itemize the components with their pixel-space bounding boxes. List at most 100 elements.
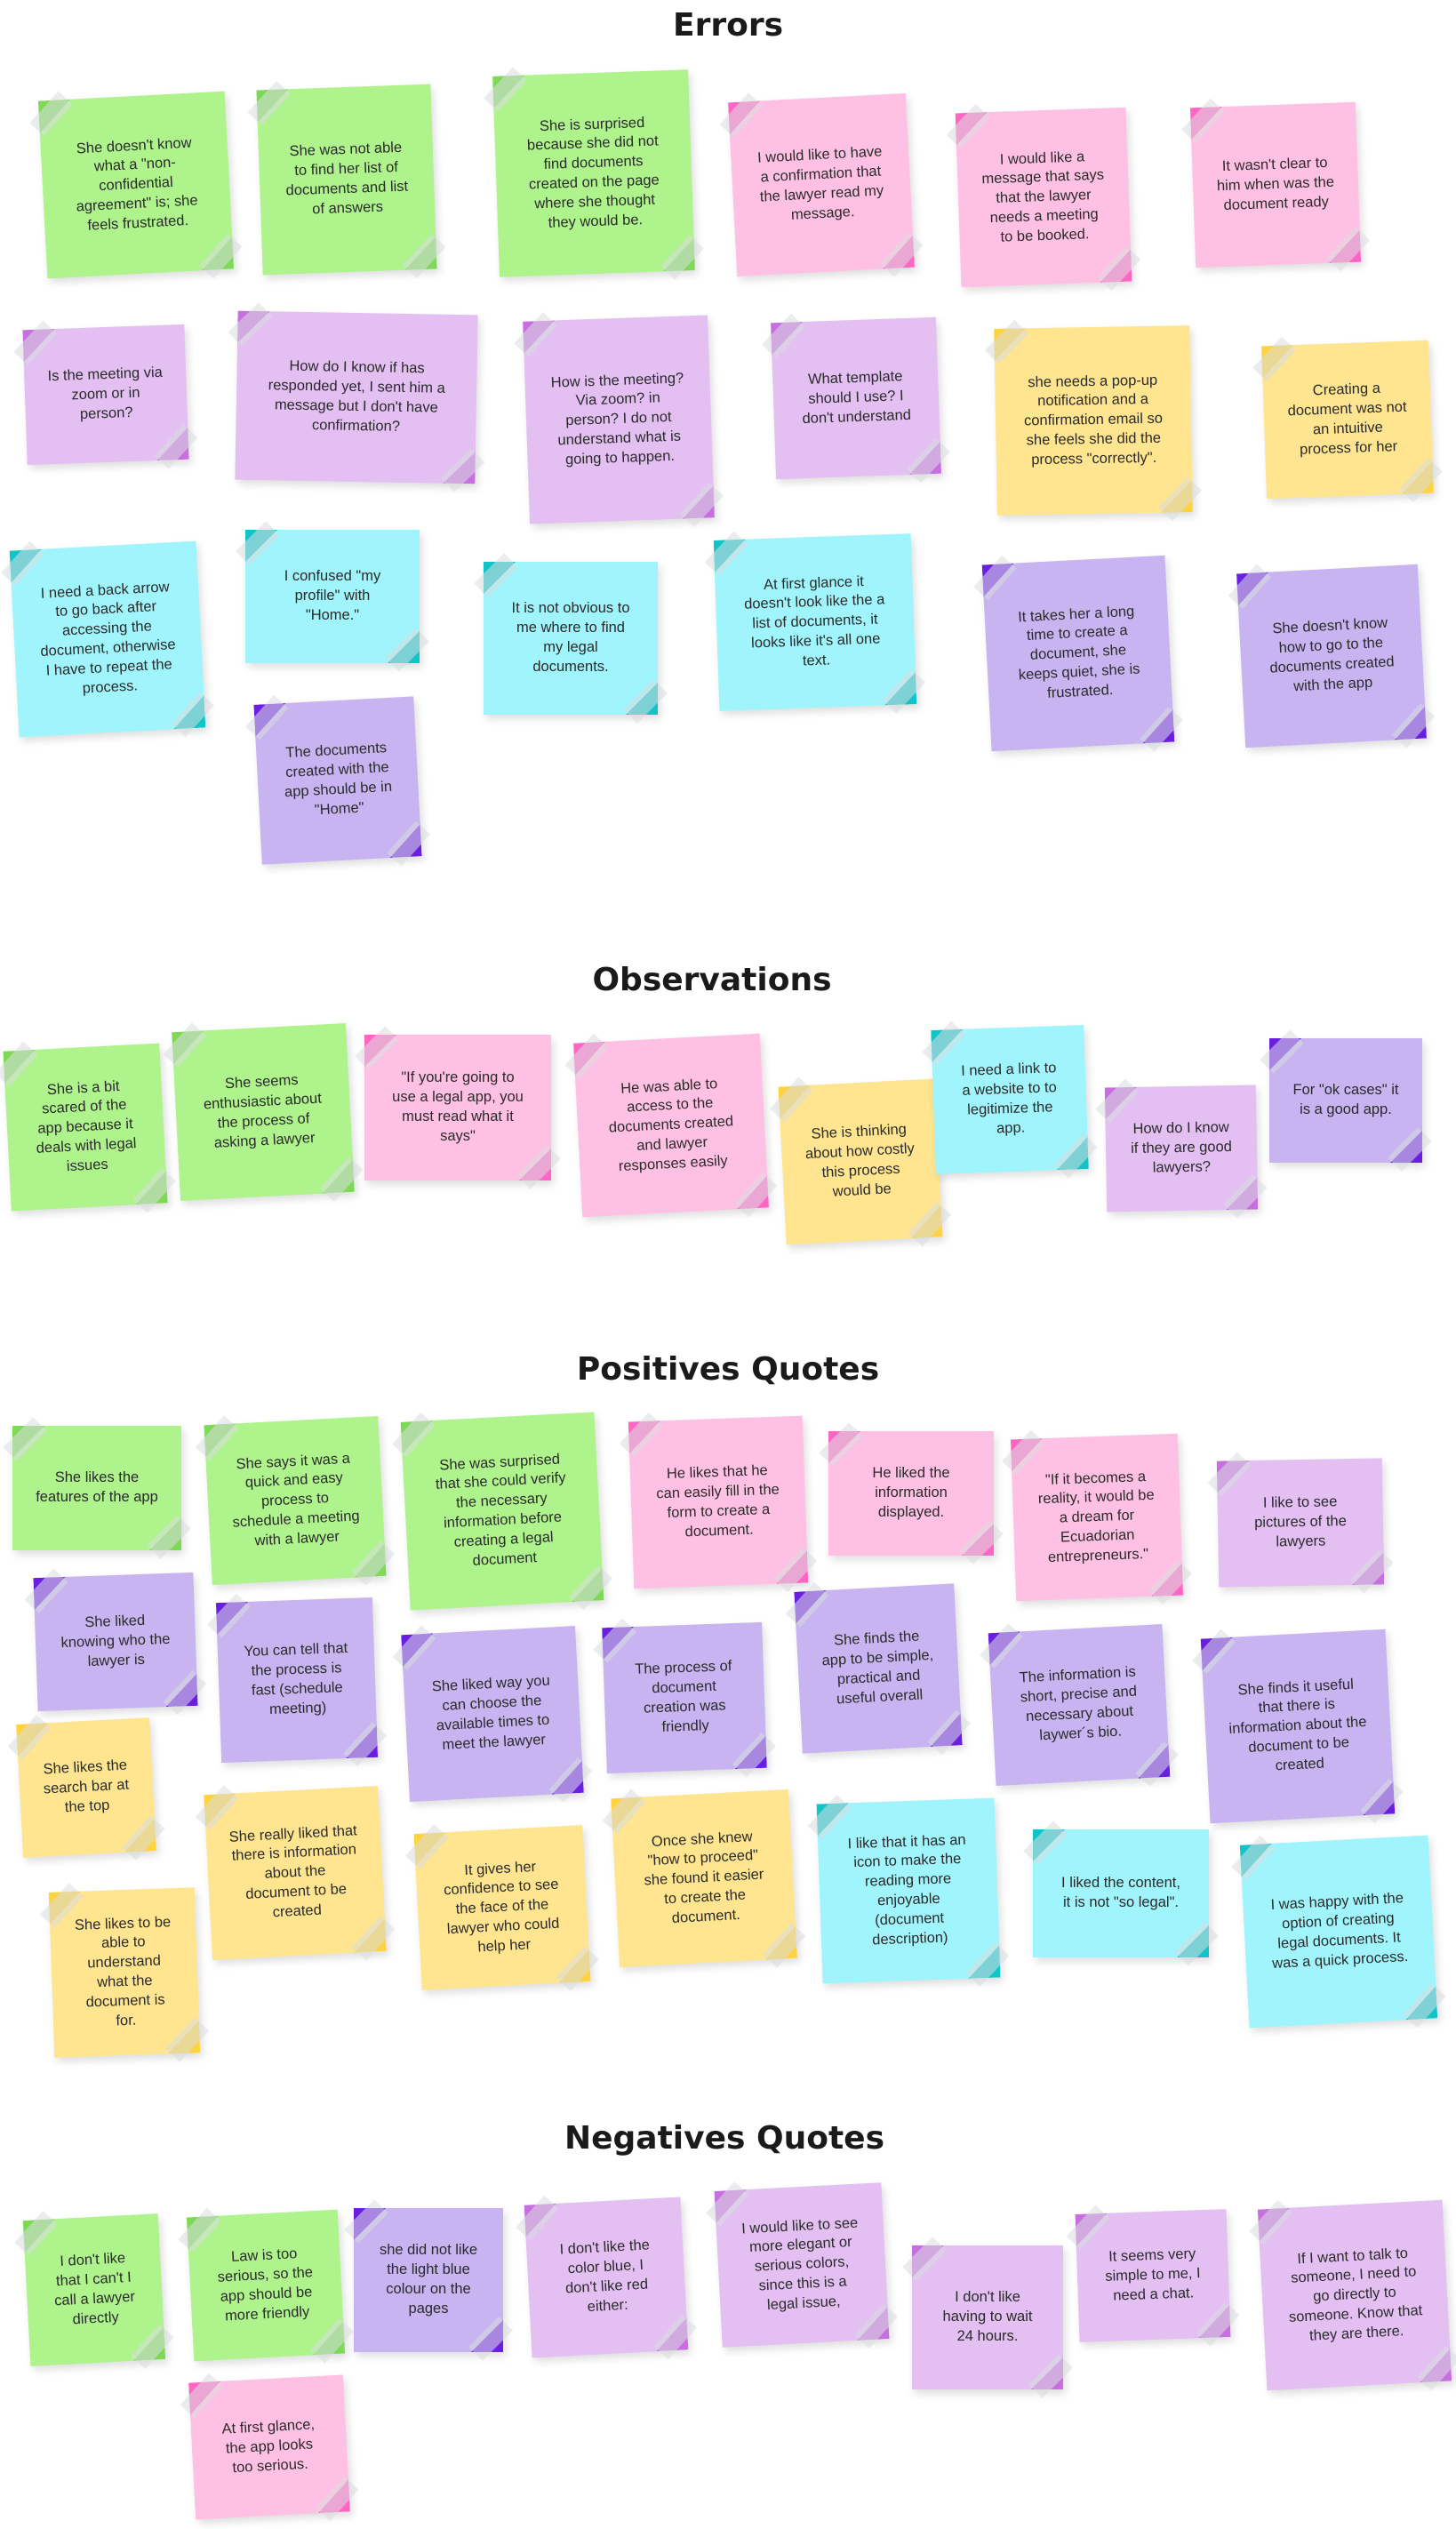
tape-strip [1174, 1922, 1219, 1966]
tape-strip [927, 1709, 972, 1756]
tape-strip [1023, 1821, 1068, 1865]
sticky-note-text: she did not like the light blue colour o… [379, 2242, 478, 2317]
sticky-note-text: Law is too serious, so the app should be… [217, 2245, 314, 2325]
tape-strip [548, 1757, 593, 1803]
sticky-note-positives-19: I like that it has an icon to make the r… [807, 1794, 1010, 1988]
sticky-note-text: I don't like having to wait 24 hours. [942, 2289, 1033, 2344]
sticky-note-errors-10: What template should I use? I don't unde… [762, 313, 950, 484]
tape-strip [29, 91, 73, 137]
tape-strip [484, 67, 528, 112]
tape-strip [946, 103, 990, 148]
sticky-note-text: She liked way you can choose the availab… [431, 1673, 551, 1753]
sticky-note-text: She was surprised that she could verify … [435, 1451, 566, 1569]
sticky-note-text: It is not obvious to me where to find my… [511, 600, 630, 675]
sticky-note-errors-1: She doesn't know what a "non-confidentia… [29, 91, 243, 279]
tape-strip [207, 1593, 251, 1638]
tape-strip [1140, 707, 1183, 752]
sticky-note-observations-6: I need a link to a website to to legitim… [922, 1020, 1098, 1179]
tape-strip [310, 2317, 354, 2364]
tape-strip [14, 2211, 58, 2256]
sticky-note-text: At first glance it doesn't look like the… [743, 572, 885, 669]
tape-strip [785, 1581, 829, 1628]
section-title-observations: Observations [592, 962, 832, 998]
tape-strip [593, 1618, 637, 1663]
tape-strip [343, 1722, 387, 1767]
tape-strip [247, 80, 292, 126]
sticky-note-text: I liked the content, it is not "so legal… [1061, 1875, 1180, 1910]
sticky-note-positives-10: She liked way you can choose the availab… [392, 1625, 593, 1803]
tape-strip [351, 1541, 396, 1586]
sticky-note-positives-14: She finds it useful that there is inform… [1192, 1629, 1404, 1824]
sticky-note-observations-1: She is a bit scared of the app because i… [0, 1041, 177, 1213]
tape-strip [1192, 1629, 1236, 1675]
tape-strip [719, 92, 764, 138]
tape-strip [355, 1026, 399, 1070]
sticky-note-text: The information is short, precise and ne… [1019, 1664, 1138, 1744]
tape-strip [959, 1520, 1004, 1565]
sticky-note-text: The process of document creation was fri… [634, 1658, 732, 1735]
sticky-note-negatives-2: Law is too serious, so the app should be… [178, 2207, 354, 2364]
tape-strip [1135, 1741, 1179, 1787]
sticky-note-text: She doesn't know what a "non-confidentia… [76, 134, 198, 234]
sticky-note-positives-13: The information is short, precise and ne… [980, 1623, 1179, 1787]
sticky-note-positives-8: She liked knowing who the lawyer is [24, 1568, 207, 1716]
tape-strip [556, 1946, 599, 1991]
sticky-note-text: She finds the app to be simple, practica… [821, 1629, 934, 1708]
sticky-note-text: She is a bit scared of the app because i… [36, 1077, 137, 1174]
tape-strip [1252, 336, 1296, 381]
sticky-note-text: I like that it has an icon to make the r… [847, 1831, 966, 1948]
sticky-note-positives-16: She really liked that there is informati… [195, 1785, 396, 1961]
sticky-note-text: It takes her a long time to create a doc… [1017, 603, 1140, 701]
tape-strip [392, 1412, 436, 1458]
tape-strip [1095, 1078, 1140, 1124]
sticky-note-errors-2: She was not able to find her list of doc… [247, 80, 446, 279]
tape-strip [228, 302, 273, 347]
sticky-note-text: She is thinking about how costly this pr… [804, 1121, 916, 1200]
sticky-note-text: He likes that he can easily fill in the … [656, 1462, 780, 1541]
sticky-note-text: If I want to talk to someone, I need to … [1288, 2245, 1423, 2344]
tape-strip [163, 1670, 207, 1716]
sticky-note-text: Is the meeting via zoom or in person? [47, 364, 164, 422]
sticky-note-negatives-9: At first glance, the app looks too serio… [180, 2373, 359, 2522]
tape-strip [1028, 2354, 1073, 2398]
sticky-note-negatives-1: I don't like that I can't I call a lawye… [14, 2211, 174, 2369]
tape-strip [132, 1167, 177, 1213]
tape-strip [1, 540, 44, 587]
sticky-note-observations-5: She is thinking about how costly this pr… [769, 1076, 952, 1247]
sticky-note-positives-15: She likes the search bar at the top [7, 1715, 165, 1861]
section-title-errors: Errors [672, 7, 783, 44]
sticky-note-errors-11: she needs a pop-up notification and a co… [984, 319, 1203, 522]
tape-strip [1148, 1560, 1193, 1605]
tape-strip [965, 1941, 1010, 1988]
sticky-note-observations-7: How do I know if they are good lawyers? [1095, 1078, 1268, 1219]
tape-strip [1360, 1778, 1404, 1824]
tape-strip [163, 1022, 207, 1068]
tape-strip [154, 424, 198, 469]
sticky-note-text: It wasn't clear to him when was the docu… [1216, 155, 1335, 213]
tape-strip [879, 232, 924, 277]
tape-strip [1001, 1429, 1045, 1475]
sticky-note-text: She is surprised because she did not fin… [526, 114, 660, 231]
sticky-note-positives-3: She was surprised that she could verify … [392, 1412, 612, 1611]
sticky-note-errors-14: I confused "my profile" with "Home." [236, 521, 429, 672]
tape-strip [180, 2373, 224, 2419]
sticky-note-text: She says it was a quick and easy process… [232, 1450, 361, 1549]
sticky-note-text: She doesn't know how to go to the docume… [1268, 615, 1396, 695]
sticky-note-positives-21: I was happy with the option of creating … [1231, 1835, 1446, 2029]
sticky-note-negatives-3: she did not like the light blue colour o… [344, 2199, 513, 2361]
sticky-note-positives-9: You can tell that the process is fast (s… [207, 1593, 387, 1767]
tape-strip [236, 521, 280, 565]
tape-strip [1249, 2199, 1292, 2245]
sticky-note-text: I don't like the color blue, I don't lik… [559, 2237, 651, 2315]
sticky-note-errors-19: The documents created with the app shoul… [244, 694, 431, 867]
tape-strip [602, 1789, 646, 1834]
tape-strip [199, 233, 243, 279]
tape-strip [1417, 2345, 1456, 2391]
tape-strip [679, 482, 724, 527]
sticky-note-text: She liked knowing who the lawyer is [60, 1613, 171, 1669]
tape-strip [762, 313, 805, 358]
tape-strip [13, 320, 58, 365]
sticky-note-positives-5: He liked the information displayed. [819, 1422, 1004, 1565]
tape-strip [392, 1625, 436, 1670]
sticky-note-errors-3: She is surprised because she did not fin… [484, 67, 704, 280]
